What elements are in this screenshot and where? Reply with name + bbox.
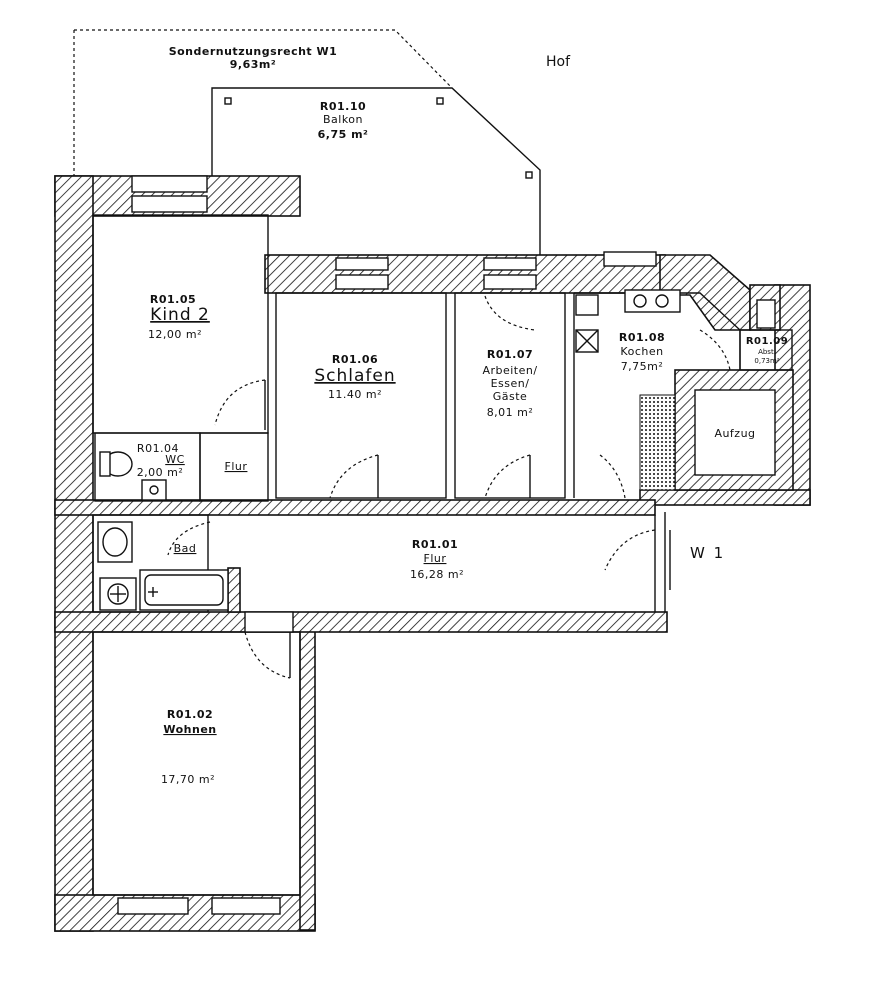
room-id: R01.01 xyxy=(412,538,458,551)
room-id: R01.09 xyxy=(746,336,788,347)
room-name: Flur xyxy=(424,552,447,565)
small-hall-label: Flur xyxy=(225,460,248,473)
room-name: Gäste xyxy=(493,390,528,403)
room-area: 8,01 m² xyxy=(487,406,534,419)
room-name: Arbeiten/ xyxy=(482,364,537,377)
room-name: WC xyxy=(165,453,185,466)
room-area: 6,75 m² xyxy=(318,128,369,141)
elevator-label: Aufzug xyxy=(714,427,755,440)
room-id: R01.05 xyxy=(150,293,196,306)
room-id: R01.08 xyxy=(619,331,665,344)
room-name: Kind 2 xyxy=(150,305,210,325)
room-name: Abst. xyxy=(758,348,776,356)
balcony xyxy=(211,87,541,255)
usage-right-label: Sondernutzungsrecht W1 xyxy=(169,45,338,58)
room-area: 0,73m² xyxy=(754,357,779,365)
room-id: R01.06 xyxy=(332,353,378,366)
unit-label: W 1 xyxy=(690,544,725,562)
fixtures xyxy=(97,289,681,611)
room-area: 16,28 m² xyxy=(410,568,464,581)
room-area: 7,75m² xyxy=(621,360,664,373)
room-name: Schlafen xyxy=(314,366,395,386)
courtyard-label: Hof xyxy=(546,54,571,70)
interior-walls xyxy=(92,214,793,896)
room-name: Essen/ xyxy=(491,377,530,390)
room-area: 12,00 m² xyxy=(148,328,202,341)
room-name: Kochen xyxy=(620,345,663,358)
room-id: R01.10 xyxy=(320,100,366,113)
room-area: 2,00 m² xyxy=(137,466,184,479)
room-area: 11.40 m² xyxy=(328,388,382,401)
bath-label: Bad xyxy=(174,542,197,555)
outer-walls xyxy=(54,175,811,932)
labels: Hof Sondernutzungsrecht W1 9,63m² W 1 R0… xyxy=(137,45,788,786)
room-id: R01.04 xyxy=(137,442,179,455)
usage-right-area-value: 9,63m² xyxy=(230,58,276,71)
door-swings xyxy=(167,295,731,679)
usage-right-area xyxy=(73,29,453,178)
room-id: R01.02 xyxy=(167,708,213,721)
room-name: Balkon xyxy=(323,113,363,126)
room-id: R01.07 xyxy=(487,348,533,361)
room-area: 17,70 m² xyxy=(161,773,215,786)
room-name: Wohnen xyxy=(163,723,216,736)
windows xyxy=(117,175,776,915)
